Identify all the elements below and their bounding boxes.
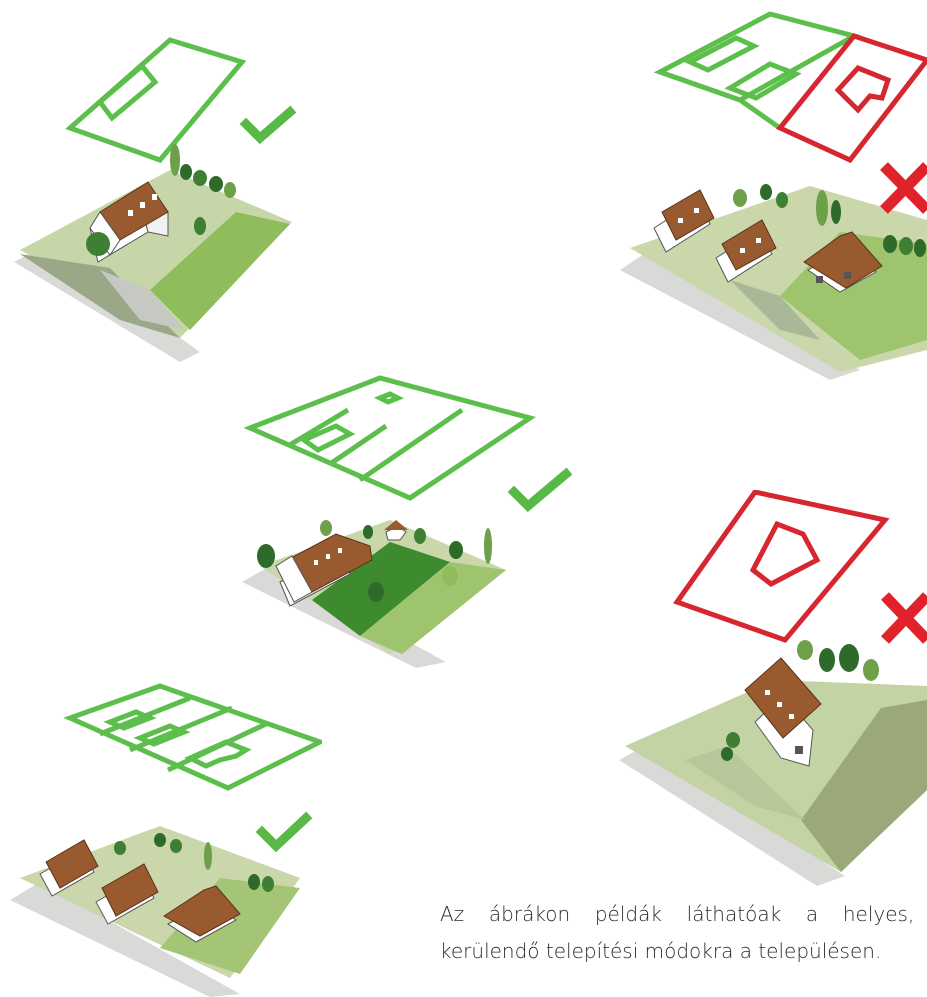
caption-line-2: kerülendő telepítési módokra a település… [440, 933, 927, 970]
cross-icon [884, 166, 927, 210]
plot-outline-bad-part [780, 36, 927, 160]
panel-bottom-left [0, 678, 322, 997]
plot-outline-good [250, 378, 530, 498]
plot-outline-good [70, 40, 242, 160]
panel-middle [240, 370, 580, 670]
panel-middle-right [605, 490, 927, 890]
panel-top-right [590, 0, 927, 390]
caption: Az ábrákon példák láthatóak a helyes, il… [440, 896, 927, 970]
check-icon [514, 474, 566, 506]
plot-outline-bad [677, 492, 885, 640]
cross-icon [885, 596, 927, 640]
check-icon [246, 112, 290, 138]
panel-top-left [0, 0, 310, 370]
plot-outline-good [70, 686, 320, 788]
check-icon [262, 818, 306, 846]
caption-line-1: Az ábrákon példák láthatóak a helyes, il… [440, 896, 927, 933]
